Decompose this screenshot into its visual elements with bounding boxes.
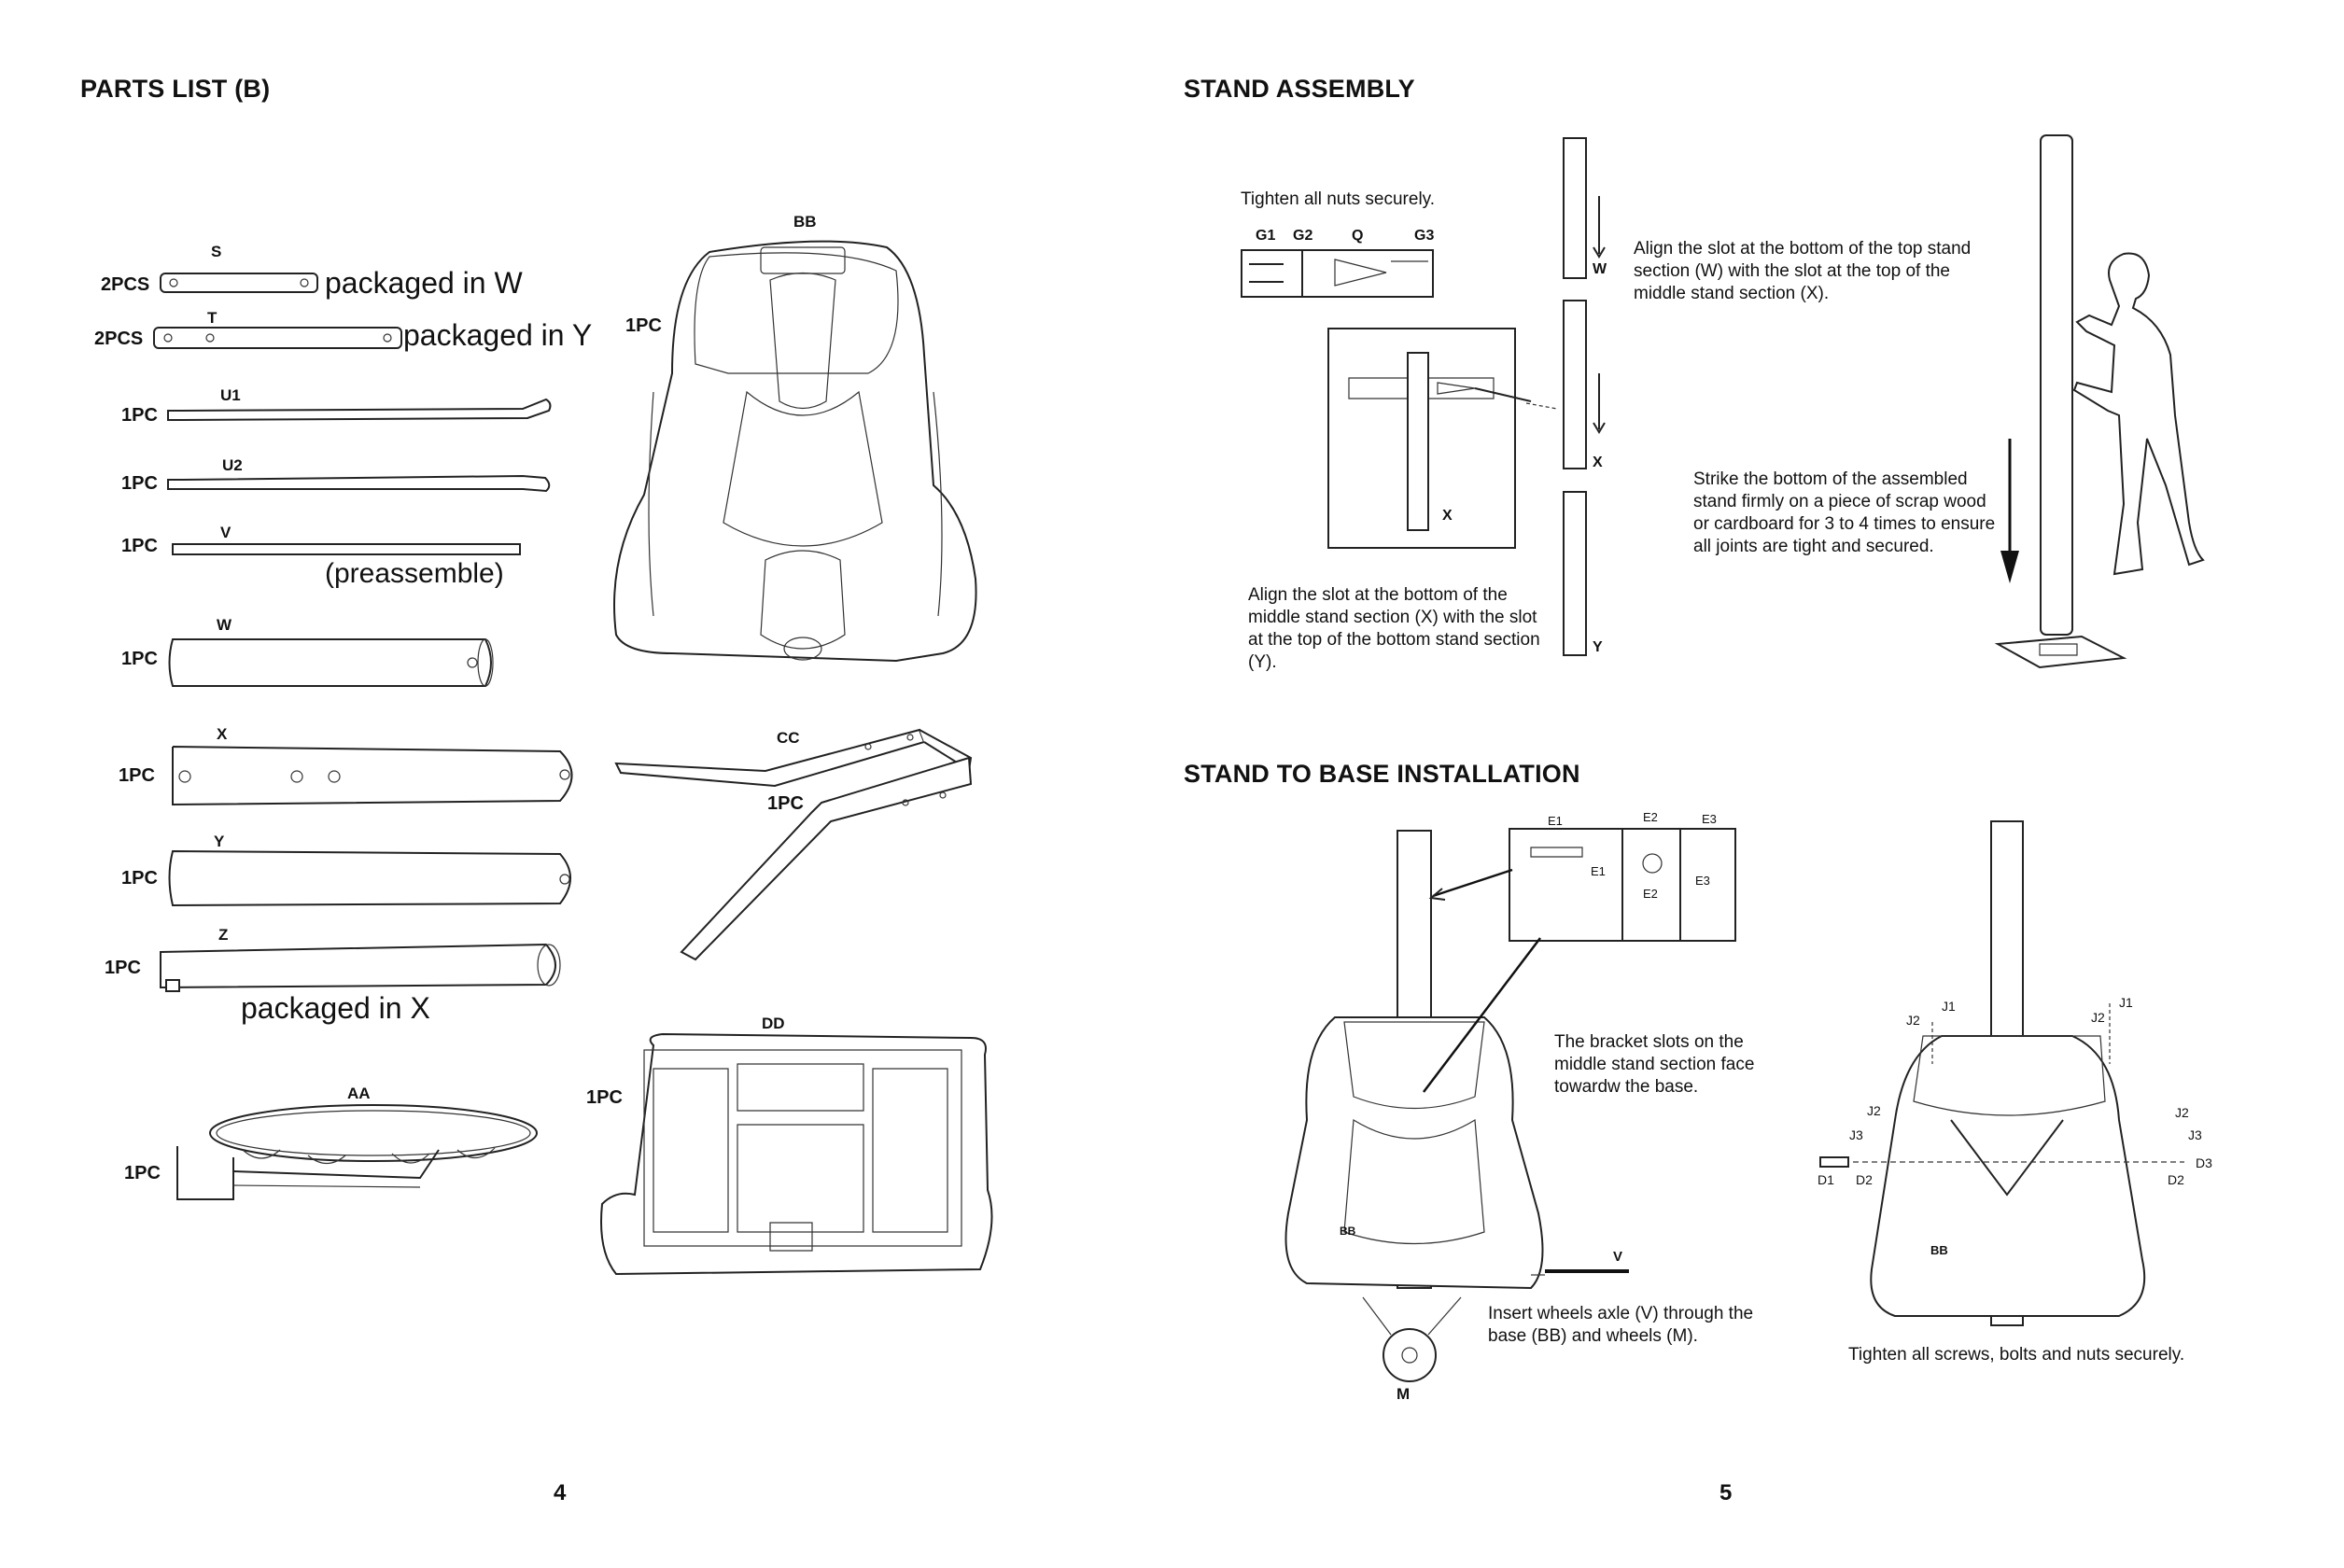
- hw-label-j2-right: J2: [2091, 1010, 2105, 1025]
- inset-label-e3-bottom: E3: [1695, 874, 1710, 888]
- inset-label-e1-bottom: E1: [1591, 864, 1606, 878]
- part-qty-x: 1PC: [119, 765, 155, 786]
- part-qty-cc: 1PC: [767, 793, 804, 814]
- inset-label-e3-top: E3: [1702, 812, 1717, 826]
- section-label-y: Y: [1593, 639, 1603, 655]
- part-dd-drawing: [601, 1034, 992, 1274]
- part-cc-drawing: [616, 730, 971, 959]
- part-z-drawing: [161, 945, 560, 991]
- hw-label-j1-left: J1: [1942, 999, 1956, 1014]
- hardware-label-g2: G2: [1293, 228, 1313, 244]
- part-qty-u2: 1PC: [121, 473, 158, 494]
- part-note-v: (preassemble): [325, 558, 504, 589]
- part-qty-dd: 1PC: [586, 1087, 623, 1108]
- hw-label-j3-left: J3: [1849, 1127, 1863, 1142]
- inset-label-e1-top: E1: [1548, 814, 1563, 828]
- part-code-x: X: [217, 725, 228, 743]
- part-qty-bb: 1PC: [625, 315, 662, 336]
- part-qty-u1: 1PC: [121, 405, 158, 426]
- part-code-cc: CC: [777, 729, 800, 747]
- inset-x-diagram: [1328, 329, 1531, 548]
- wheel-label-m: M: [1397, 1385, 1411, 1403]
- part-u2-drawing: [168, 476, 549, 491]
- part-qty-aa: 1PC: [124, 1163, 161, 1183]
- part-w-drawing: [170, 639, 494, 686]
- page-number-left: 4: [554, 1480, 567, 1505]
- part-code-dd: DD: [762, 1015, 785, 1032]
- tighten-nuts-note: Tighten all nuts securely.: [1241, 189, 1436, 209]
- part-s-drawing: [161, 273, 317, 292]
- part-bb-drawing: [614, 242, 976, 661]
- hw-label-d1: D1: [1818, 1172, 1834, 1187]
- section-title-stand-to-base: STAND TO BASE INSTALLATION: [1184, 760, 1580, 788]
- hw-label-j1-right: J1: [2119, 995, 2133, 1010]
- page-title-parts-list: PARTS LIST (B): [80, 75, 271, 103]
- hardware-diagram: [1242, 250, 1433, 297]
- hardware-label-g1: G1: [1256, 228, 1276, 244]
- bracket-slots-note: The bracket slots on the middle stand se…: [1554, 1032, 1755, 1097]
- part-code-s: S: [211, 243, 222, 260]
- section-label-w: W: [1593, 261, 1607, 277]
- part-code-aa: AA: [347, 1085, 371, 1102]
- part-code-v: V: [220, 524, 232, 541]
- part-note-z: packaged in X: [241, 991, 430, 1025]
- part-note-t: packaged in Y: [403, 318, 593, 352]
- section-label-x: X: [1593, 455, 1603, 470]
- part-u1-drawing: [168, 399, 550, 420]
- page-number-right: 5: [1719, 1480, 1733, 1505]
- part-aa-drawing: [177, 1105, 537, 1199]
- hw-label-d2-right: D2: [2168, 1172, 2184, 1187]
- align-middle-note: Align the slot at the bottom of the midd…: [1248, 585, 1540, 672]
- inset-label-e2-top: E2: [1643, 810, 1658, 824]
- part-y-drawing: [170, 851, 571, 905]
- part-code-z: Z: [218, 926, 229, 944]
- hardware-label-q: Q: [1352, 228, 1364, 244]
- part-code-u1: U1: [220, 386, 241, 404]
- part-x-drawing: [173, 747, 572, 805]
- part-t-drawing: [154, 328, 401, 348]
- part-code-y: Y: [214, 833, 225, 850]
- part-code-w: W: [217, 616, 232, 634]
- tighten-all-note: Tighten all screws, bolts and nuts secur…: [1848, 1345, 2185, 1365]
- hardware-label-g3: G3: [1414, 228, 1435, 244]
- part-v-drawing: [173, 544, 520, 554]
- hw-label-j2-left: J2: [1906, 1013, 1920, 1028]
- inset-label-e2-bottom: E2: [1643, 887, 1658, 901]
- hw-label-j2-mid-left: J2: [1867, 1103, 1881, 1118]
- part-code-bb: BB: [793, 213, 817, 231]
- part-qty-w: 1PC: [121, 649, 158, 669]
- align-top-note: Align the slot at the bottom of the top …: [1634, 239, 1972, 303]
- part-code-u2: U2: [222, 456, 243, 474]
- strike-illustration: [1998, 135, 2203, 667]
- part-note-s: packaged in W: [325, 266, 523, 300]
- section-title-stand-assembly: STAND ASSEMBLY: [1184, 75, 1415, 103]
- hardware-install-drawing: [1820, 821, 2184, 1325]
- base-label-bb: BB: [1340, 1225, 1356, 1238]
- base-install-drawing: [1286, 829, 1736, 1381]
- hw-label-d2-left: D2: [1856, 1172, 1873, 1187]
- axle-label-v: V: [1613, 1249, 1623, 1265]
- part-qty-v: 1PC: [121, 536, 158, 556]
- part-qty-z: 1PC: [105, 958, 141, 978]
- stand-sections-drawing: [1526, 138, 1605, 655]
- hw-label-j2-mid-right: J2: [2175, 1105, 2189, 1120]
- part-code-t: T: [207, 309, 218, 327]
- strike-note: Strike the bottom of the assembled stand…: [1693, 469, 1996, 556]
- part-qty-t: 2PCS: [94, 329, 144, 349]
- inset-label-x: X: [1442, 508, 1453, 524]
- axle-note: Insert wheels axle (V) through the base …: [1488, 1304, 1754, 1346]
- hw-label-j3-right: J3: [2188, 1127, 2202, 1142]
- hw-label-bb: BB: [1930, 1243, 1948, 1257]
- part-qty-y: 1PC: [121, 868, 158, 889]
- part-qty-s: 2PCS: [101, 274, 150, 295]
- hw-label-d3: D3: [2196, 1155, 2212, 1170]
